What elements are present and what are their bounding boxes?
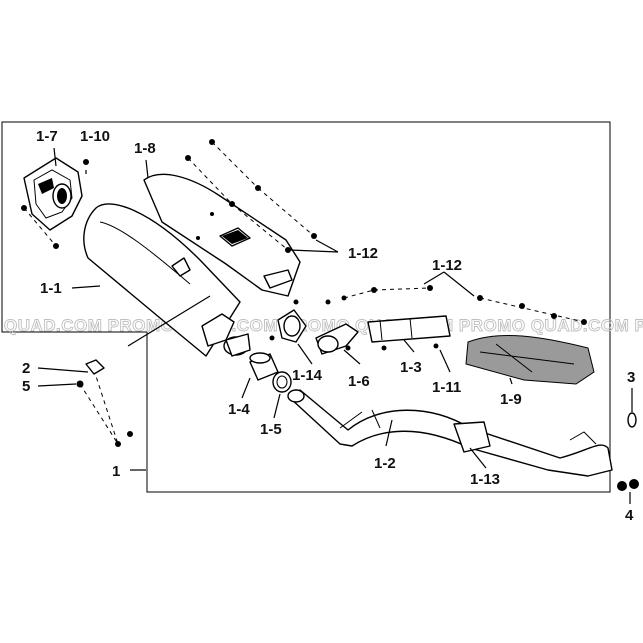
heat-shield-1-8 [143,173,301,297]
callout-1-7: 1-7 [36,128,58,145]
end-cap-1-7 [23,157,83,231]
callout-2: 2 [22,360,30,377]
callout-1-9: 1-9 [500,391,522,408]
callout-1-13: 1-13 [470,471,500,488]
callout-1-8: 1-8 [134,140,156,157]
callout-1-6: 1-6 [348,373,370,390]
callout-1-1: 1-1 [40,280,62,297]
callout-1-12-upper: 1-12 [348,245,378,262]
callout-3: 3 [627,369,635,386]
flange-1-6 [315,299,359,355]
bolts-1-10 [21,159,89,249]
callout-1-12-lower: 1-12 [432,257,462,274]
callout-1-4: 1-4 [228,401,250,418]
fasteners-3-4 [617,412,639,491]
link-pipe-1-3 [341,285,451,351]
callout-1-2: 1-2 [374,455,396,472]
callout-1-5: 1-5 [260,421,282,438]
watermark: QUAD.COM PROMO QUAD.COM PROMO QUAD.COM P… [4,316,643,335]
cover-1-9 [465,295,595,385]
callout-1-10: 1-10 [80,128,110,145]
assembly-frame [1,121,611,493]
callout-4: 4 [625,507,634,524]
gasket-1-14 [269,299,307,343]
clamp-1-13 [569,431,597,445]
callout-1-3: 1-3 [400,359,422,376]
callout-1-14: 1-14 [292,367,323,384]
leader-lines [37,147,633,504]
shield-bolts-1-12 [185,139,317,253]
sleeve-1-4 [249,352,279,381]
callout-1-11: 1-11 [432,379,461,396]
muffler-body-1-1 [83,203,251,357]
hanger-fasteners-2-5 [76,359,133,447]
callout-labels: 1-7 1-10 1-8 1-12 1-12 1-1 2 5 1 1-4 1-5… [22,128,635,524]
callout-1: 1 [112,463,120,480]
callout-5: 5 [22,378,30,395]
ring-gasket-1-5 [272,371,292,393]
header-pipe-1-2 [287,389,613,477]
